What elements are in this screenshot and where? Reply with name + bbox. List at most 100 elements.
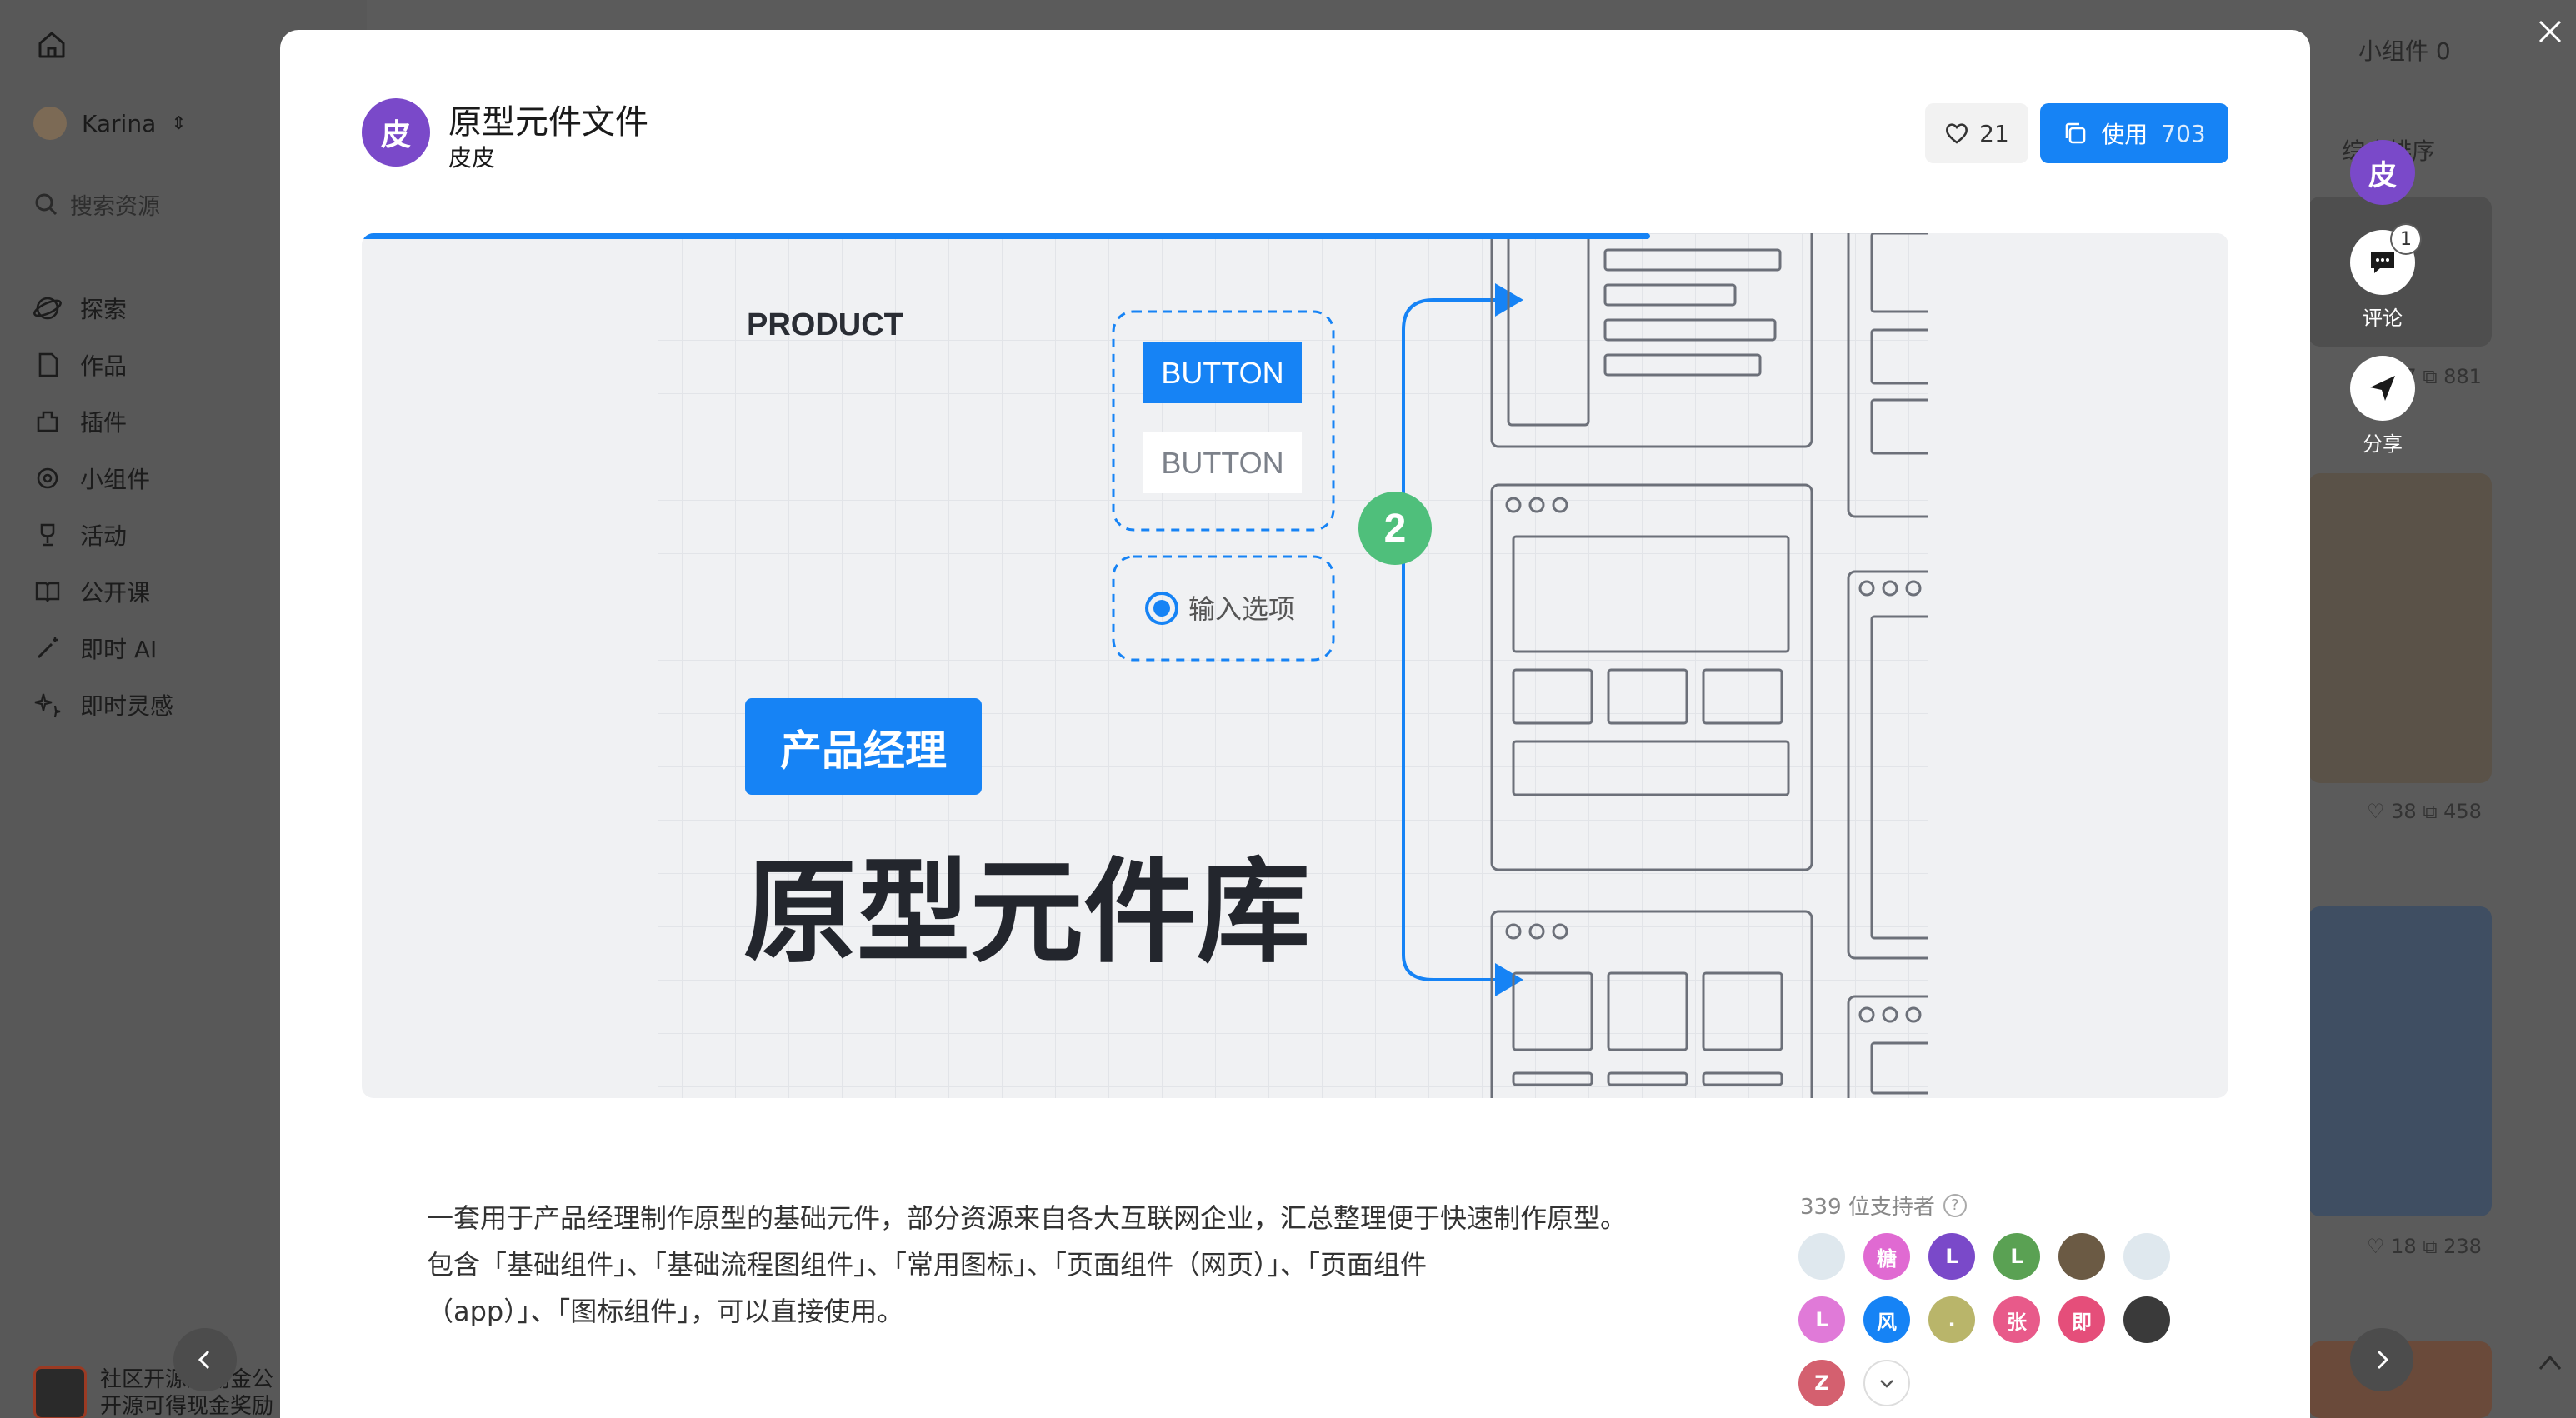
supporter-avatar[interactable]: 张 (1993, 1296, 2040, 1343)
chevron-left-icon (198, 1350, 210, 1370)
preview-secondary-button-label: BUTTON (1161, 446, 1283, 480)
wireframe-window (1490, 910, 1813, 1098)
supporter-avatar[interactable] (2058, 1233, 2105, 1280)
background-card-stats: ♡ 18 ⧉ 238 (2367, 1235, 2482, 1258)
like-button[interactable]: 21 (1925, 103, 2028, 163)
supporters-count: 339 位支持者 (1800, 1195, 1935, 1220)
share-label: 分享 (2363, 432, 2403, 456)
sidebar-item[interactable]: 插件 (33, 393, 350, 450)
background-card (2308, 906, 2492, 1216)
wireframe-window (1490, 483, 1813, 871)
resource-title: 原型元件文件 (448, 103, 648, 142)
sidebar-item-label: 作品 (80, 352, 128, 380)
plugin-icon (37, 411, 58, 432)
user-name: Karina (82, 109, 157, 137)
step-badge (1358, 492, 1432, 565)
sidebar-item-label: 公开课 (80, 579, 151, 607)
author-avatar[interactable]: 皮 (362, 98, 430, 167)
sidebar-item[interactable]: 活动 (33, 507, 350, 563)
radio-icon (1145, 592, 1178, 625)
supporter-avatar[interactable]: L (1993, 1233, 2040, 1280)
search-icon (35, 193, 58, 216)
background-card (2308, 473, 2492, 783)
carousel-progress-fill (362, 233, 1650, 239)
chevron-right-icon (2377, 1350, 2389, 1370)
supporter-avatar[interactable]: Z (1798, 1360, 1845, 1406)
background-widget-count: 小组件 0 (2358, 37, 2451, 65)
chevron-down-icon (1880, 1380, 1893, 1388)
user-switcher[interactable]: Karina ⇕ (33, 107, 187, 140)
sidebar-item[interactable]: 即时 AI (33, 620, 350, 677)
comment-label: 评论 (2363, 307, 2403, 330)
author-avatar[interactable]: 皮 (2350, 140, 2415, 205)
supporters-title: 339 位支持者 ? (1800, 1190, 1967, 1221)
sidebar-item-label: 即时灵感 (80, 692, 174, 720)
description-line: 一套用于产品经理制作原型的基础元件，部分资源来自各大互联网企业，汇总整理便于快速… (427, 1202, 1628, 1234)
supporter-avatar[interactable]: 风 (1863, 1296, 1910, 1343)
promo-subtitle: 开源可得现金奖励 (100, 1394, 274, 1418)
send-icon (2370, 376, 2395, 401)
preview-primary-button-label: BUTTON (1161, 356, 1283, 390)
product-label: PRODUCT (747, 307, 903, 342)
trophy-icon (40, 523, 55, 547)
sidebar-item[interactable]: 即时灵感 (33, 677, 350, 733)
promo-logo (33, 1366, 87, 1418)
scroll-top-icon[interactable] (2533, 1346, 2567, 1379)
comment-icon (2371, 252, 2394, 273)
supporter-avatar[interactable] (2123, 1233, 2170, 1280)
resource-description: 一套用于产品经理制作原型的基础元件，部分资源来自各大互联网企业，汇总整理便于快速… (427, 1195, 1677, 1335)
wireframe-window (1490, 233, 1813, 448)
sidebar-item[interactable]: 小组件 (33, 450, 350, 507)
widget-icon (37, 467, 58, 489)
expand-supporters-button[interactable] (1863, 1360, 1910, 1406)
side-actions: 皮 1 评论 分享 (2350, 140, 2420, 457)
sidebar-item-label: 小组件 (80, 466, 151, 493)
preview-headline: 原型元件库 (743, 847, 1310, 979)
like-count: 21 (1979, 119, 2009, 147)
description-line: 包含「基础组件」、「基础流程图组件」、「常用图标」、「页面组件（网页）」、「页面… (427, 1249, 1428, 1281)
preview-secondary-button (1143, 432, 1302, 493)
supporter-avatar[interactable]: . (1928, 1296, 1975, 1343)
comment-count-badge: 1 (2392, 225, 2420, 253)
sidebar-item[interactable]: 探索 (33, 280, 350, 337)
supporter-avatar[interactable] (1798, 1233, 1845, 1280)
sparkle-icon (34, 693, 61, 718)
supporter-avatar[interactable]: 糖 (1863, 1233, 1910, 1280)
sidebar-item-label: 即时 AI (80, 636, 158, 663)
supporter-avatar[interactable]: L (1798, 1296, 1845, 1343)
sidebar-item-label: 探索 (80, 296, 128, 323)
role-badge (745, 698, 982, 795)
preview-image: PRODUCT BUTTON BUTTON 输入选项 2 (362, 233, 2228, 1098)
comment-button[interactable]: 1 (2350, 225, 2420, 295)
radio-group-frame (1112, 555, 1335, 662)
use-button[interactable]: 使用 703 (2040, 103, 2228, 163)
sidebar-nav: 探索作品插件小组件活动公开课即时 AI 即时灵感 (33, 280, 350, 733)
next-button[interactable] (2350, 1328, 2413, 1391)
share-button[interactable] (2350, 356, 2415, 421)
sidebar-item[interactable]: 作品 (33, 337, 350, 393)
supporter-avatar[interactable]: L (1928, 1233, 1975, 1280)
heart-icon (1946, 123, 1968, 144)
resource-detail-modal: 皮 原型元件文件 皮皮 21 使用 703 PRODUCT (280, 30, 2310, 1418)
sidebar-item[interactable]: 公开课 (33, 563, 350, 620)
step-number: 2 (1384, 507, 1407, 551)
close-icon[interactable] (2533, 15, 2567, 48)
sidebar-item-label: 活动 (80, 522, 128, 550)
home-icon[interactable] (35, 28, 68, 62)
flow-arrow (1402, 298, 1500, 771)
promo-banner[interactable]: 社区开源激励金公 开源可得现金奖励 (33, 1366, 273, 1418)
prev-button[interactable] (173, 1328, 237, 1391)
supporter-avatar[interactable]: 即 (2058, 1296, 2105, 1343)
help-icon[interactable]: ? (1943, 1193, 1967, 1217)
background-card-stats: ♡ 38 ⧉ 458 (2367, 800, 2482, 823)
magic-wand-icon (37, 637, 58, 659)
use-label: 使用 (2101, 121, 2148, 148)
copy-icon (2065, 122, 2086, 144)
search-input[interactable]: 搜索资源 (33, 185, 350, 223)
radio-label: 输入选项 (1188, 593, 1295, 625)
flow-arrow (1402, 763, 1500, 981)
search-placeholder: 搜索资源 (70, 193, 160, 220)
supporter-avatar[interactable] (2123, 1296, 2170, 1343)
author-name[interactable]: 皮皮 (448, 144, 496, 172)
